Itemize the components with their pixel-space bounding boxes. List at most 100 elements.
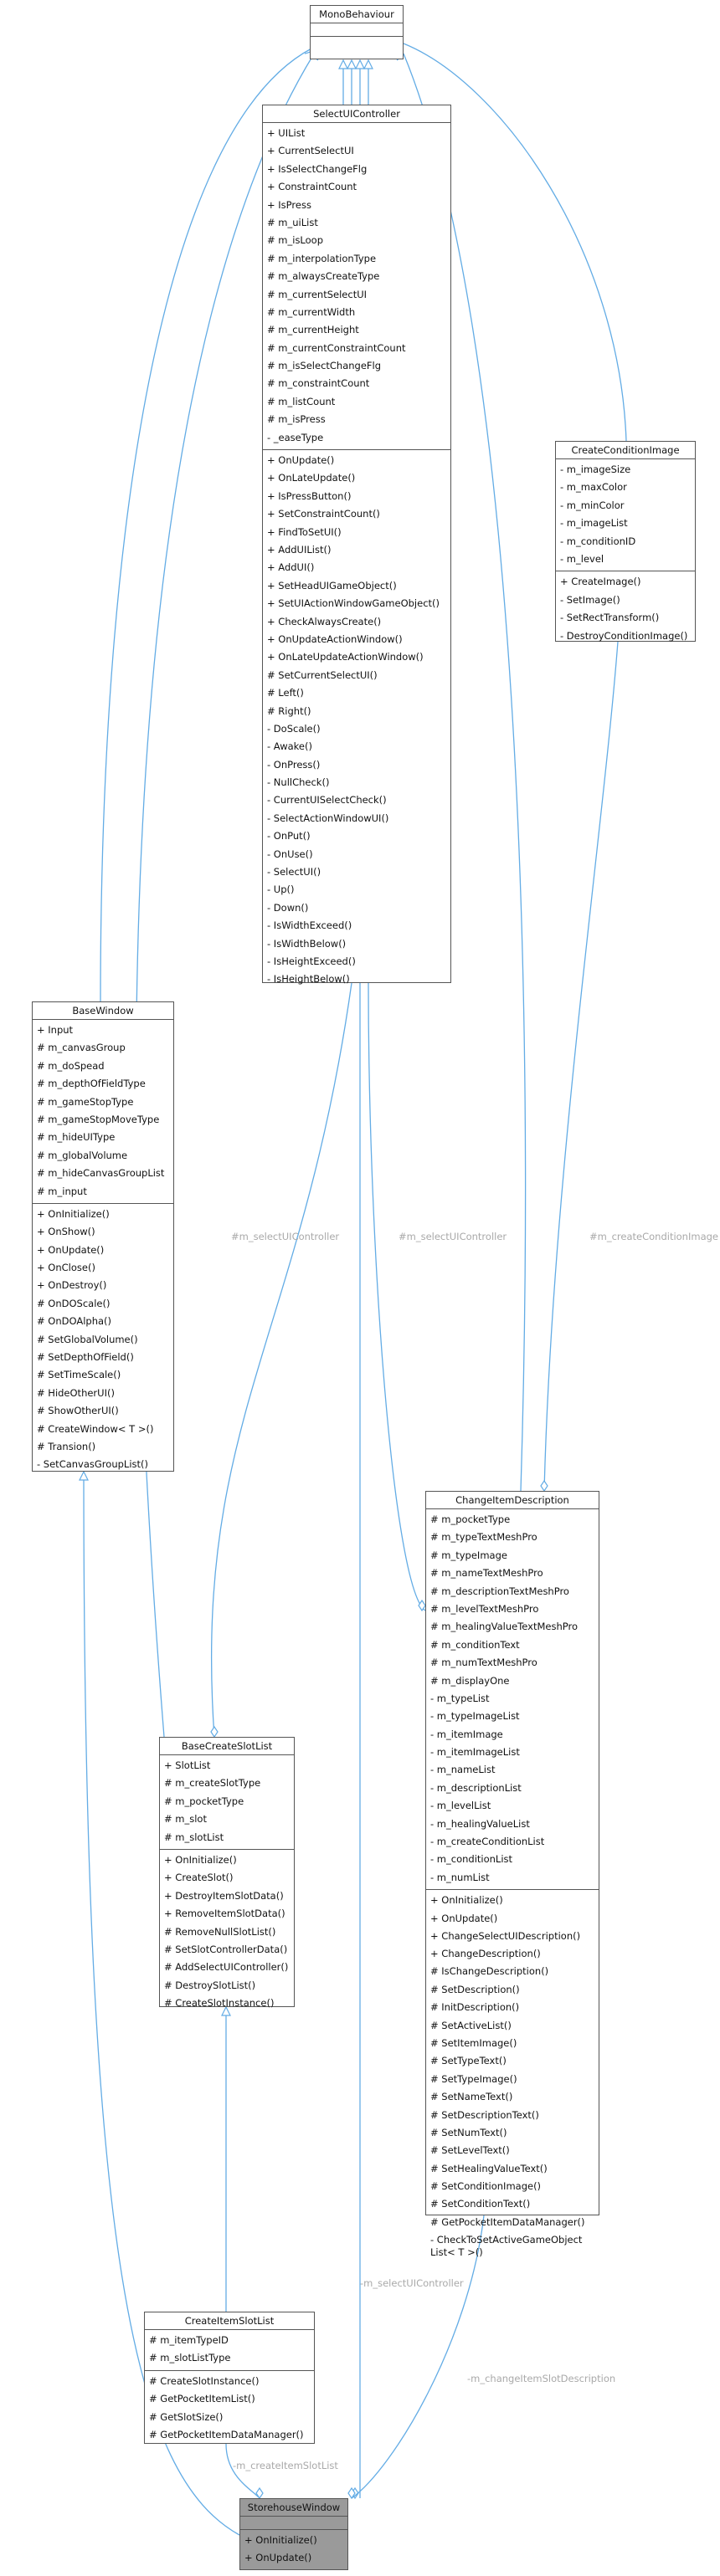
class-basewindow[interactable]: BaseWindow + Input# m_canvasGroup# m_doS… — [32, 1001, 174, 1472]
class-method: - DestroyConditionImage() — [560, 629, 688, 642]
inheritance-arrowhead — [355, 59, 365, 69]
class-method: # GetPocketItemList() — [149, 2393, 255, 2405]
class-method: - IsWidthExceed() — [267, 919, 352, 932]
class-attribute: # m_alwaysCreateType — [267, 270, 380, 283]
class-attribute: # m_hideUIType — [37, 1131, 116, 1144]
class-method: + OnUpdateActionWindow() — [267, 632, 403, 645]
class-createconditionimage[interactable]: CreateConditionImage - m_imageSize- m_ma… — [555, 441, 696, 642]
attributes-section: + UIList+ CurrentSelectUI+ IsSelectChang… — [263, 123, 450, 449]
class-createitemslotlist[interactable]: CreateItemSlotList # m_itemTypeID# m_slo… — [144, 2312, 315, 2444]
class-name: CreateItemSlotList — [145, 2312, 314, 2330]
class-method: - OnPut() — [267, 830, 311, 842]
class-method: - SelectActionWindowUI() — [267, 812, 389, 824]
methods-section: + OnInitialize()+ OnUpdate()+ ChangeSele… — [426, 1889, 599, 2264]
class-monobehaviour[interactable]: MonoBehaviour — [310, 5, 404, 59]
class-method: + OnClose() — [37, 1262, 95, 1274]
class-method: # AddSelectUIController() — [164, 1961, 289, 1974]
class-attribute: # m_constraintCount — [267, 377, 370, 390]
class-method: + SetUIActionWindowGameObject() — [267, 597, 440, 610]
class-attribute: # m_healingValueTextMeshPro — [430, 1621, 578, 1633]
class-method: # SetConditionText() — [430, 2198, 531, 2210]
class-method: # SetConditionImage() — [430, 2180, 542, 2193]
class-method: # GetPocketItemDataManager() — [430, 2215, 585, 2228]
class-attribute: # m_listCount — [267, 395, 336, 407]
class-changeitemdescription[interactable]: ChangeItemDescription # m_pocketType# m_… — [425, 1491, 599, 2258]
class-method: - SetRectTransform() — [560, 612, 660, 624]
edge-cond-to-mono — [403, 43, 627, 442]
class-attribute: + SlotList — [164, 1759, 211, 1771]
class-attribute: # m_isSelectChangeFlg — [267, 360, 382, 372]
edge-label-select-in-base: #m_selectUIController — [231, 1231, 340, 1242]
class-method: + AddUI() — [267, 561, 315, 574]
class-method: # Right() — [267, 704, 311, 717]
class-attribute: # m_currentSelectUI — [267, 288, 368, 300]
class-method: - DoScale() — [267, 722, 321, 735]
class-method: + OnLateUpdate() — [267, 472, 356, 484]
class-attribute: + IsPress — [267, 198, 311, 211]
class-method: # CreateSlotInstance() — [164, 1997, 275, 2010]
class-attribute: - m_typeImageList — [430, 1710, 520, 1723]
class-method: - IsHeightBelow() — [267, 973, 350, 986]
class-attribute: - m_levelList — [430, 1800, 491, 1812]
class-method: # SetNumText() — [430, 2126, 507, 2138]
class-attribute: # m_typeImage — [430, 1549, 507, 1561]
class-method: # SetTimeScale() — [37, 1369, 121, 1381]
class-basecreateslotlist[interactable]: BaseCreateSlotList + SlotList# m_createS… — [159, 1737, 295, 2009]
class-attribute: # m_levelTextMeshPro — [430, 1602, 539, 1615]
inheritance-arrowhead — [221, 2005, 231, 2016]
class-method: + SetHeadUIGameObject() — [267, 579, 397, 592]
class-attribute: # m_slotListType — [149, 2352, 231, 2364]
class-name: BaseWindow — [33, 1002, 173, 1020]
class-attribute: # m_isLoop — [267, 234, 324, 247]
class-method: # Left() — [267, 687, 304, 699]
attributes-section: + Input# m_canvasGroup# m_doSpead# m_dep… — [33, 1020, 173, 1203]
class-attribute: # m_currentWidth — [267, 305, 356, 318]
class-storehousewindow[interactable]: StorehouseWindow + OnInitialize()+ OnUpd… — [239, 2498, 348, 2570]
class-attribute: # m_typeTextMeshPro — [430, 1531, 537, 1544]
class-attribute: # m_canvasGroup — [37, 1042, 126, 1054]
methods-section: + OnUpdate() + OnLateUpdate() + IsPressBut… — [263, 449, 450, 991]
class-method: # SetDepthOfField() — [37, 1351, 134, 1364]
class-method: # SetLevelText() — [430, 2144, 510, 2157]
class-method: - Awake() — [267, 740, 312, 753]
class-method: + IsPressButton() — [267, 489, 352, 502]
class-attribute: - m_minColor — [560, 499, 625, 511]
class-method: + OnUpdate() — [37, 1243, 105, 1256]
class-name: ChangeItemDescription — [426, 1492, 599, 1509]
class-attribute: # m_hideCanvasGroupList — [37, 1167, 165, 1180]
class-method: # SetHealingValueText() — [430, 2162, 548, 2174]
class-attribute: - m_level — [560, 552, 604, 565]
edge-change-to-store — [351, 2215, 485, 2499]
methods-section: + CreateImage()- SetImage()- SetRectTran… — [556, 571, 695, 648]
class-attribute: - m_createConditionList — [430, 1836, 545, 1848]
aggregation-diamond — [347, 2486, 356, 2500]
class-attribute: # m_slot — [164, 1813, 207, 1826]
class-method: # CreateWindow< T >() — [37, 1422, 154, 1435]
class-attribute: - m_maxColor — [560, 481, 627, 494]
class-attribute: # m_slotList — [164, 1831, 224, 1843]
class-method: + OnLateUpdateActionWindow() — [267, 651, 424, 663]
class-attribute: # m_globalVolume — [37, 1149, 128, 1161]
edge-label-select-in-change: #m_selectUIController — [399, 1231, 507, 1242]
class-method: # Transion() — [37, 1440, 96, 1452]
class-method: + CreateImage() — [560, 576, 641, 588]
edge-cond-to-change — [543, 641, 619, 1492]
edge-label-slot-in-store: -m_createItemSlotList — [233, 2460, 338, 2471]
edge-select-to-change — [368, 982, 426, 1611]
class-method: + OnUpdate() — [244, 2552, 312, 2564]
aggregation-diamond — [210, 1725, 219, 1739]
inheritance-arrowhead — [79, 1470, 89, 1481]
class-attribute: - _easeType — [267, 431, 324, 443]
class-method: + FindToSetUI() — [267, 525, 342, 538]
class-method: + ChangeDescription() — [430, 1947, 541, 1959]
class-method: # SetTypeImage() — [430, 2072, 517, 2085]
class-selectuicontroller[interactable]: SelectUIController + UIList+ CurrentSele… — [262, 105, 451, 985]
class-attribute: - m_itemImageList — [430, 1746, 520, 1759]
class-attribute: # m_conditionText — [430, 1638, 520, 1651]
class-name: BaseCreateSlotList — [160, 1738, 294, 1755]
class-method: # InitDescription() — [430, 2001, 520, 2014]
class-method: + OnUpdate() — [267, 454, 335, 467]
class-attribute: + IsSelectChangeFlg — [267, 162, 368, 175]
class-method: # IsChangeDescription() — [430, 1965, 549, 1978]
methods-section — [311, 36, 403, 49]
